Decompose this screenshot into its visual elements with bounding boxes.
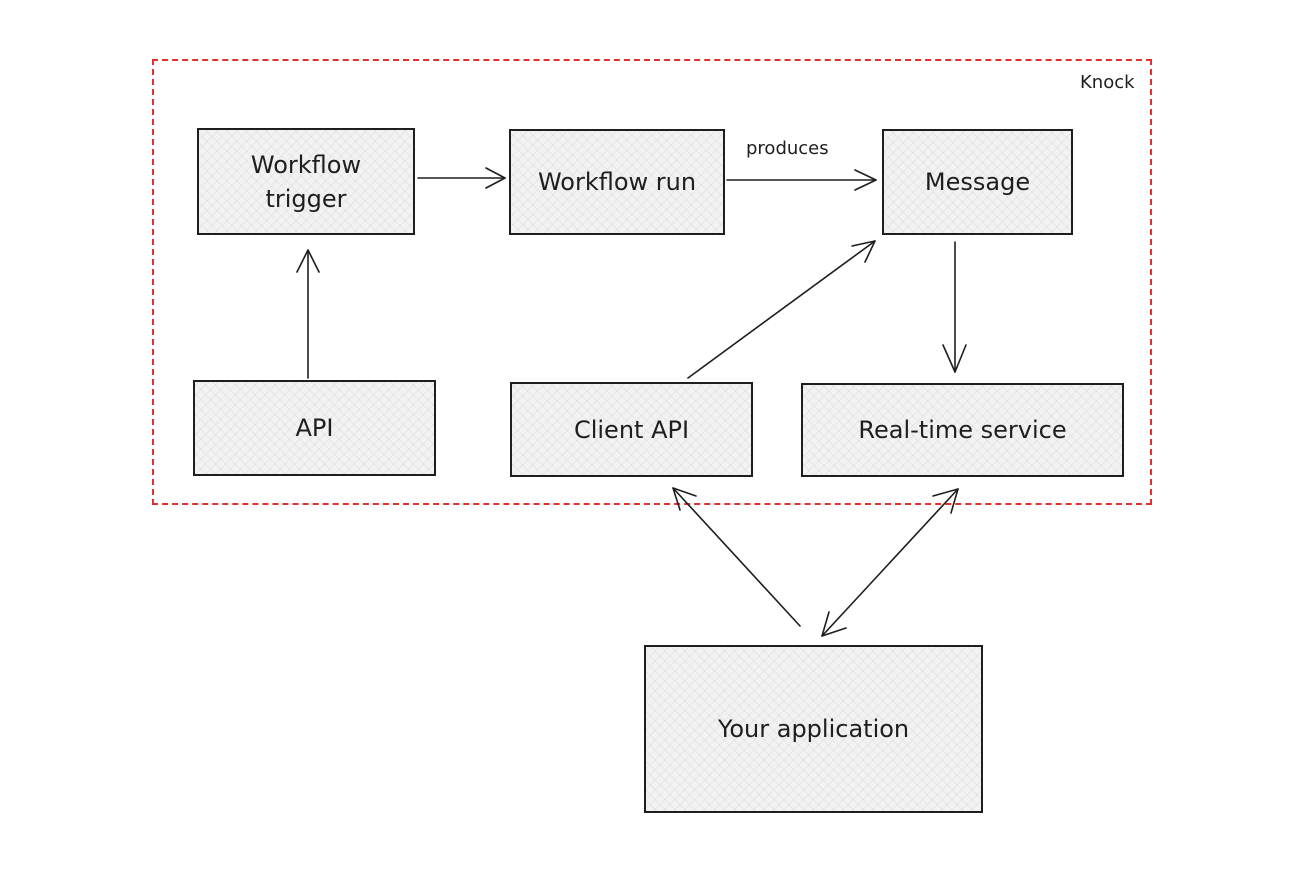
edge-trigger-to-run <box>417 167 506 189</box>
edge-api-to-trigger <box>296 249 320 379</box>
node-api-label: API <box>295 414 334 442</box>
edge-client-api-to-message <box>687 240 876 379</box>
edge-app-to-client-api <box>672 487 801 627</box>
node-realtime-service-label: Real-time service <box>858 416 1067 444</box>
node-api: API <box>193 380 436 476</box>
edge-run-to-message <box>726 169 877 191</box>
node-workflow-trigger-label: Workflow trigger <box>250 150 362 213</box>
knock-boundary <box>152 59 1152 505</box>
node-client-api: Client API <box>510 382 753 477</box>
node-message: Message <box>882 129 1073 235</box>
node-your-application: Your application <box>644 645 983 813</box>
node-workflow-run-label: Workflow run <box>537 168 697 196</box>
node-realtime-service: Real-time service <box>801 383 1124 477</box>
node-workflow-run: Workflow run <box>509 129 725 235</box>
node-client-api-label: Client API <box>573 415 690 444</box>
node-workflow-trigger: Workflow trigger <box>197 128 415 235</box>
edge-realtime-app-bidirectional <box>821 488 959 637</box>
edge-message-to-realtime <box>942 241 967 373</box>
knock-boundary-label: Knock <box>1080 72 1135 93</box>
edge-label-produces: produces <box>746 138 829 159</box>
node-message-label: Message <box>924 168 1031 196</box>
node-your-application-label: Your application <box>717 715 910 743</box>
